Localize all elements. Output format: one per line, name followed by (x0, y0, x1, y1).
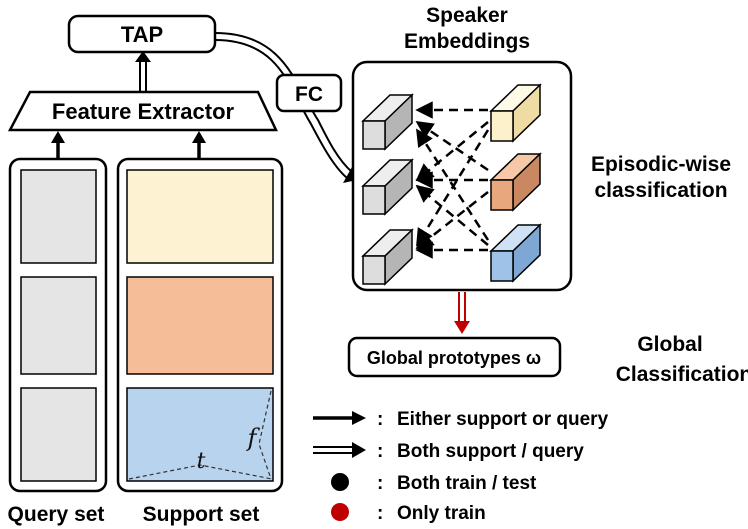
legend-text-1: Either support or query (397, 409, 609, 430)
red-double-arrow (454, 292, 470, 334)
global-prototypes-block: Global prototypes ω (347, 336, 562, 378)
embedding-blue (489, 223, 542, 283)
legend-sep-2: : (377, 441, 383, 462)
query-sample-2 (20, 276, 97, 375)
tap-label: TAP (121, 22, 163, 47)
legend-sep-3: : (377, 473, 383, 494)
embedding-yellow (489, 83, 542, 143)
embedding-gray-2 (361, 158, 414, 216)
support-sample-yellow (126, 169, 274, 264)
query-sample-1 (20, 169, 97, 264)
fc-block: FC (275, 73, 343, 113)
legend-red-dot (331, 503, 349, 521)
legend-sep-1: : (377, 409, 383, 430)
legend-single-arrow (313, 411, 366, 425)
fc-label: FC (295, 83, 323, 106)
legend-text-4: Only train (397, 503, 486, 524)
global-heading-line2: Classification (616, 363, 748, 386)
speaker-embeddings-heading-line1: Speaker (426, 4, 508, 27)
query-sample-3 (20, 387, 97, 482)
legend-sep-4: : (377, 503, 383, 524)
episodic-heading-line1: Episodic-wise (591, 153, 731, 176)
episodic-heading-line2: classification (594, 179, 727, 202)
time-brace (128, 464, 273, 480)
arrow-query-to-fe (51, 131, 65, 160)
embedding-orange (489, 152, 542, 212)
global-prototypes-label: Global prototypes ω (367, 348, 541, 368)
feature-extractor-label: Feature Extractor (52, 99, 235, 124)
global-heading-line1: Global (637, 333, 702, 356)
legend-double-arrow (313, 442, 366, 458)
double-arrow-fe-to-tap (135, 51, 151, 91)
legend-text-3: Both train / test (397, 473, 537, 494)
embedding-gray-3 (361, 228, 414, 286)
arrow-support-to-fe (192, 131, 206, 160)
legend-text-2: Both support / query (397, 441, 584, 462)
query-set-label: Query set (8, 503, 105, 526)
embedding-gray-1 (361, 93, 414, 151)
embeddings-panel (351, 60, 573, 292)
support-set: t f (116, 157, 284, 493)
support-sample-orange (126, 276, 274, 375)
support-set-label: Support set (143, 503, 260, 526)
episodic-connections (415, 101, 490, 259)
speaker-embeddings-heading-line2: Embeddings (404, 30, 530, 53)
legend-black-dot (331, 473, 349, 491)
freq-brace (258, 390, 272, 480)
feature-extractor-block: Feature Extractor (7, 90, 278, 132)
time-axis-label: t (197, 449, 206, 474)
tap-block: TAP (67, 14, 217, 54)
legend: : Either support or query : Both support… (313, 409, 609, 524)
query-set (8, 157, 108, 493)
